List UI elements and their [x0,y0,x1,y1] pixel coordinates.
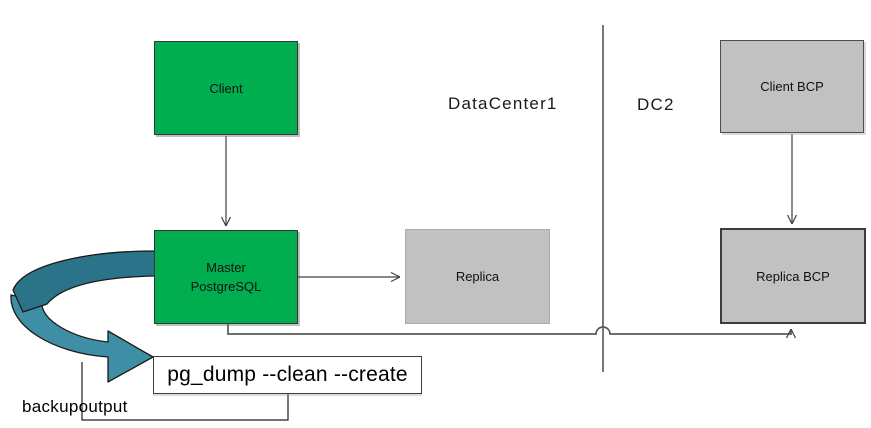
node-replica-label: Replica [455,269,500,284]
connector-master-to-replicabcp [227,324,791,334]
node-replica: Replica [405,229,550,324]
node-client-bcp-label: Client BCP [760,79,824,94]
node-master-postgresql: Master PostgreSQL [154,230,298,324]
curved-backup-arrow-upper-icon [12,250,156,313]
node-master-postgresql-label: Master PostgreSQL [190,260,262,294]
node-replica-bcp-label: Replica BCP [756,268,830,284]
dc2-label: DC2 [637,95,675,114]
node-pgdump-command: pg_dump --clean --create [153,356,422,394]
node-replica-bcp: Replica BCP [720,228,866,324]
node-client-label: Client [209,80,243,96]
node-client: Client [154,41,298,135]
datacenter1-label: DataCenter1 [448,94,558,113]
pgdump-command-label: pg_dump --clean --create [167,363,408,386]
node-client-bcp: Client BCP [720,40,864,133]
curved-backup-arrow-lower-icon [10,294,154,383]
connector-backupoutput-to-pgdump [81,362,289,421]
backupoutput-label: backupoutput [22,397,128,416]
